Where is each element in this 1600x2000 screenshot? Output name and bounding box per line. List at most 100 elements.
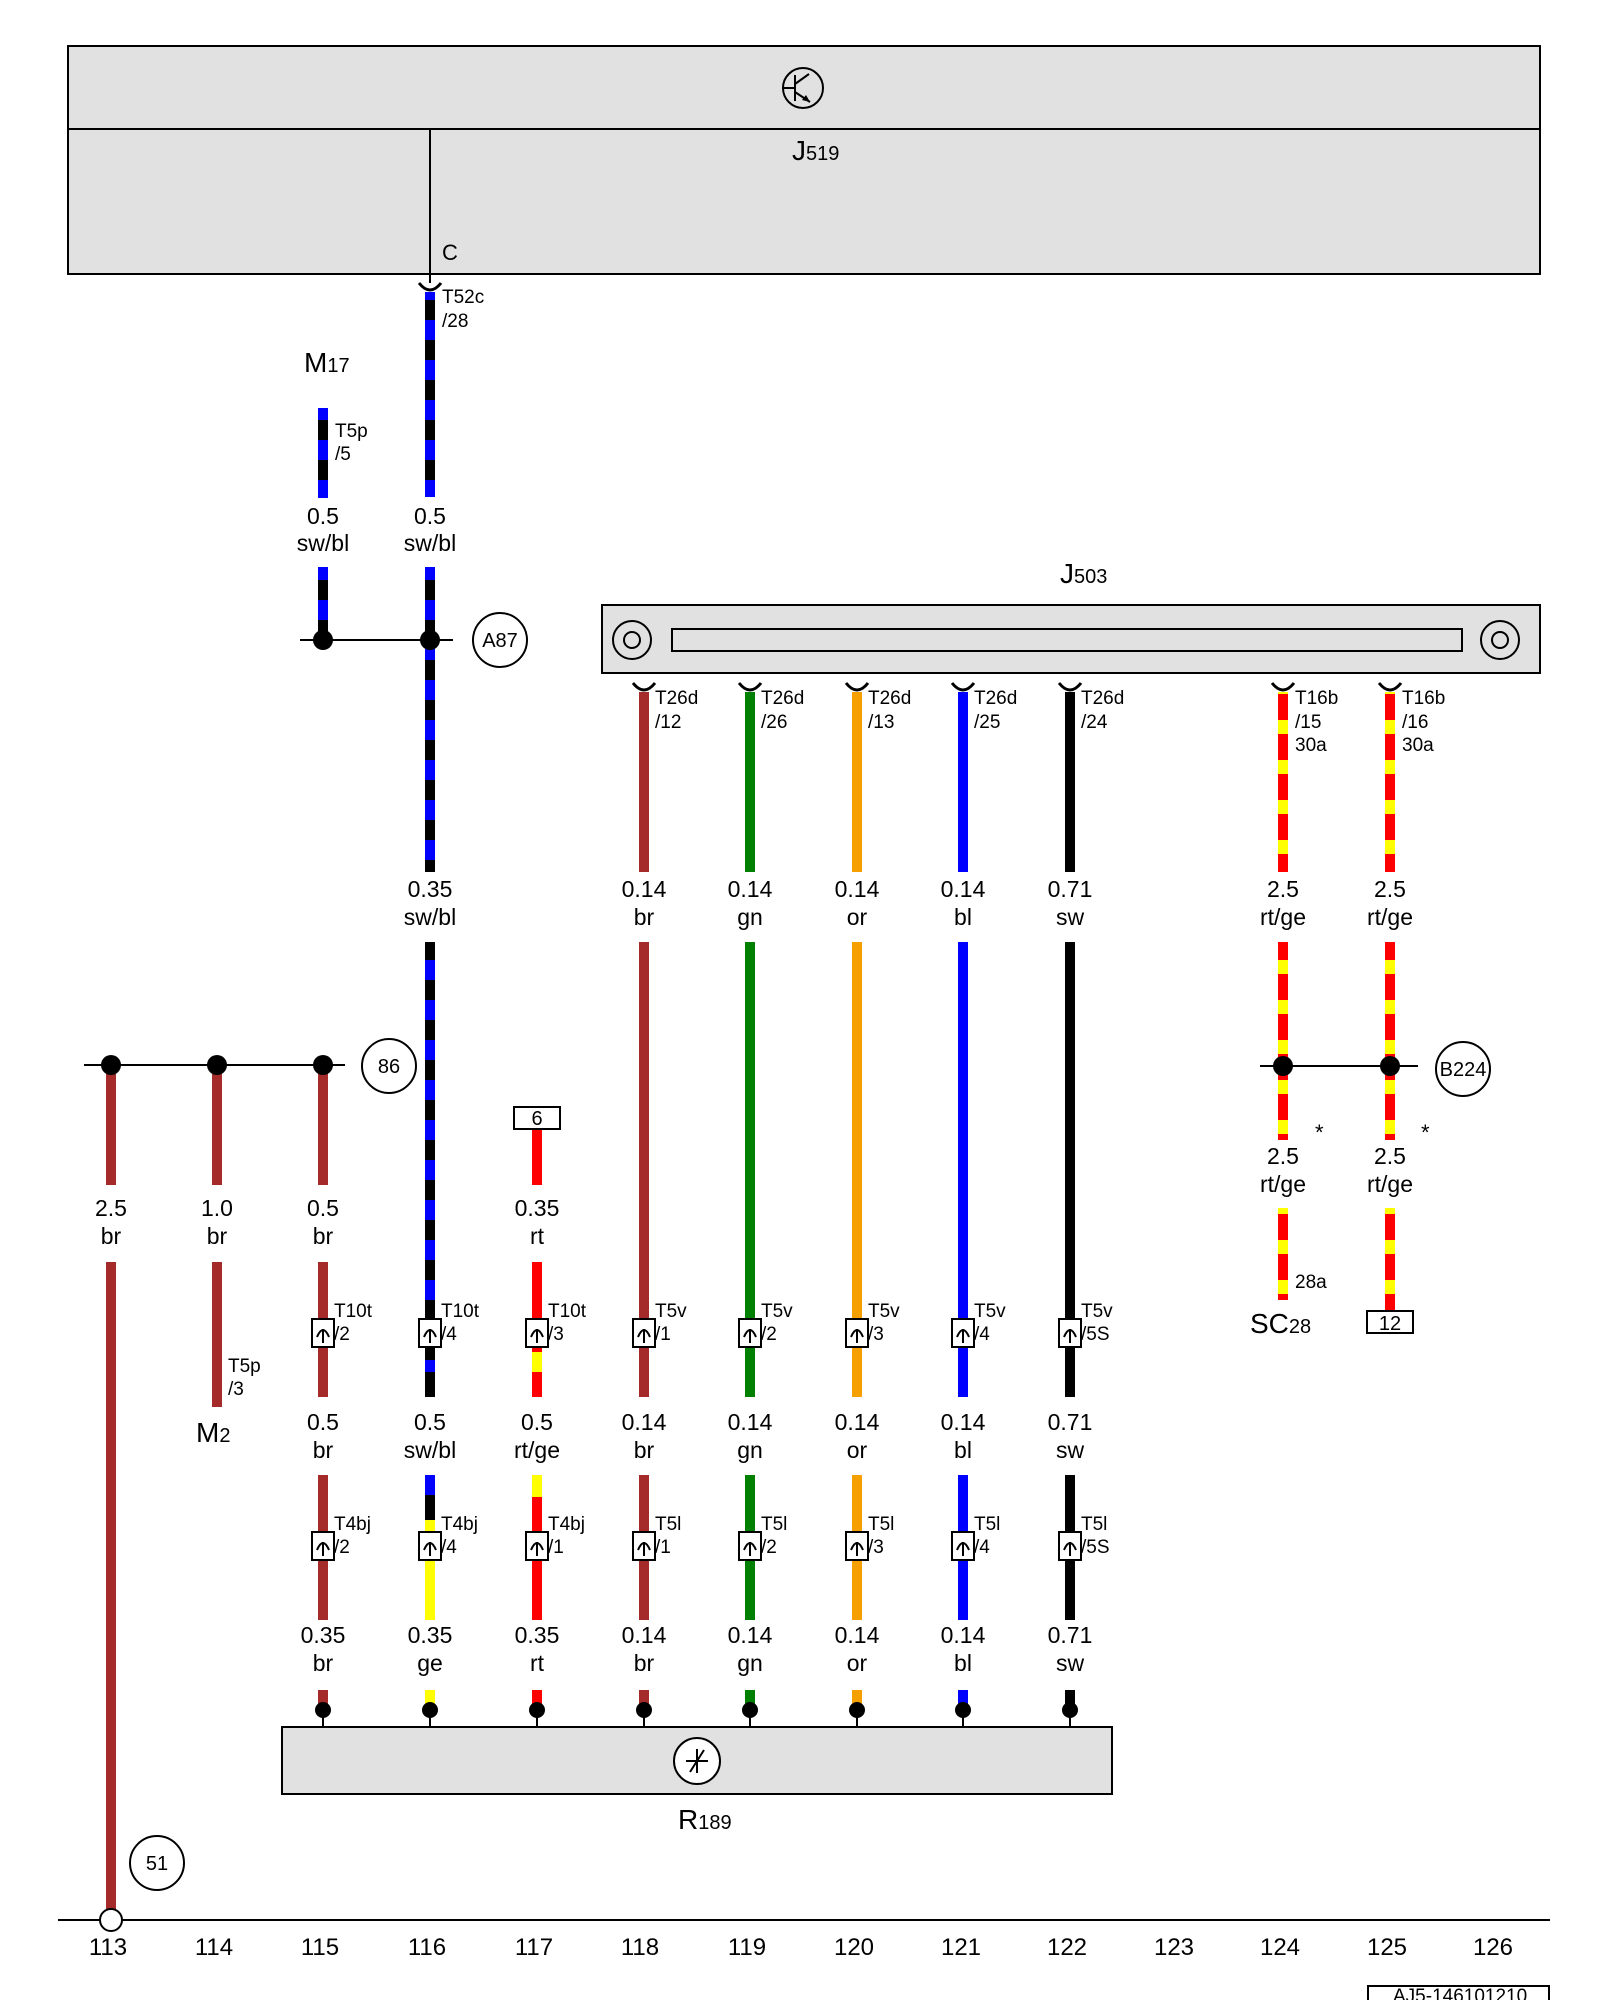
svg-text:2.5: 2.5 <box>1267 1143 1299 1169</box>
plug-icon <box>738 1318 762 1348</box>
junction-dot <box>313 630 333 650</box>
terminal-box-12 <box>1366 1310 1414 1334</box>
svg-text:0.14: 0.14 <box>941 1409 986 1435</box>
j519-pin-c-label: C <box>442 240 458 265</box>
connector-socket-icon <box>1057 682 1083 692</box>
svg-text:br: br <box>634 904 655 930</box>
connector-row-t4bj-t5l <box>311 1531 1082 1561</box>
connector-t5l-1: T5l/1 <box>655 1514 681 1558</box>
ref-circle-86-label: 86 <box>378 1056 400 1078</box>
junction-dot <box>1273 1056 1293 1076</box>
wire-segment <box>425 1475 435 1495</box>
wire-115-lower <box>318 1065 328 1704</box>
svg-text:0.5: 0.5 <box>307 503 339 529</box>
connector-t26d-25: T26d/25 <box>974 688 1017 733</box>
wire-segment <box>425 1372 435 1397</box>
wire-segment <box>639 942 649 1397</box>
svg-text:0.35: 0.35 <box>408 1622 453 1648</box>
svg-text:2.5: 2.5 <box>1374 1143 1406 1169</box>
ground-terminal-icon <box>99 1908 123 1932</box>
wire-segment <box>1385 942 1395 1140</box>
connector-t26d-13: T26d/13 <box>868 688 911 733</box>
plug-icon <box>311 1531 335 1561</box>
grid-numbers: 113 114 115 116 117 118 119 120 121 122 … <box>89 1934 1513 1961</box>
connector-t5v-1: T5v/1 <box>655 1301 687 1345</box>
ref-circle-b224-label: B224 <box>1440 1059 1487 1081</box>
grid-number: 123 <box>1154 1934 1194 1961</box>
svg-text:0.5: 0.5 <box>307 1409 339 1435</box>
connector-t26d-12: T26d/12 <box>655 688 698 733</box>
wire-segment <box>852 942 862 1397</box>
wire-segment <box>532 1475 542 1497</box>
connector-t4bj-1: T4bj/1 <box>548 1514 585 1558</box>
plug-icon <box>418 1531 442 1561</box>
connector-socket-icon <box>1270 682 1296 692</box>
wire-label-w117-c: 0.5rt/ge <box>514 1409 560 1463</box>
wire-segment <box>425 1495 435 1520</box>
plug-icon <box>951 1318 975 1348</box>
svg-text:0.35: 0.35 <box>408 876 453 902</box>
wire-segment <box>532 1690 542 1704</box>
j503-label: J503 <box>1060 558 1107 589</box>
svg-text:0.14: 0.14 <box>728 1409 773 1435</box>
grid-number: 118 <box>621 1934 659 1961</box>
connector-t5l-3: T5l/3 <box>868 1514 894 1558</box>
grid-number: 113 <box>89 1934 127 1961</box>
junction-dot <box>313 1055 333 1075</box>
connector-t5v-2: T5v/2 <box>761 1301 793 1345</box>
svg-text:0.14: 0.14 <box>622 1409 667 1435</box>
wire-segment <box>425 292 435 497</box>
wire-segment <box>1065 1690 1075 1704</box>
wire-segment <box>639 692 649 872</box>
svg-text:rt/ge: rt/ge <box>1260 1171 1306 1197</box>
svg-text:gn: gn <box>737 1650 763 1676</box>
svg-text:rt/ge: rt/ge <box>514 1437 560 1463</box>
junction-dot <box>1380 1056 1400 1076</box>
plug-icon <box>845 1318 869 1348</box>
svg-text:sw: sw <box>1056 904 1085 930</box>
wire-segment <box>318 408 328 498</box>
svg-text:0.5: 0.5 <box>414 1409 446 1435</box>
connector-t26d-24: T26d/24 <box>1081 688 1124 733</box>
wire-segment <box>958 692 968 872</box>
wire-label-w124-a: 2.5rt/ge <box>1260 876 1306 930</box>
junction-dot <box>101 1055 121 1075</box>
grid-number: 122 <box>1047 1934 1087 1961</box>
plug-icon <box>525 1318 549 1348</box>
svg-text:1.0: 1.0 <box>201 1195 233 1221</box>
wire-124 <box>1270 682 1296 1300</box>
r189-pins <box>315 1702 1078 1727</box>
svg-text:0.14: 0.14 <box>835 1622 880 1648</box>
grid-number: 115 <box>301 1934 339 1961</box>
wire-segment <box>1278 942 1288 1140</box>
svg-text:gn: gn <box>737 904 763 930</box>
wire-segment <box>745 1690 755 1704</box>
plug-icon <box>845 1531 869 1561</box>
svg-text:gn: gn <box>737 1437 763 1463</box>
wire-segment <box>532 1352 542 1372</box>
wire-125 <box>1377 682 1403 1312</box>
wire-segment <box>1385 692 1395 872</box>
wire-segment <box>532 1130 542 1185</box>
plug-icon <box>632 1318 656 1348</box>
m17-label: M17 <box>304 347 350 378</box>
grid-number: 119 <box>728 1934 766 1961</box>
svg-text:0.14: 0.14 <box>835 1409 880 1435</box>
drawing-id-box <box>1367 1985 1550 2000</box>
wire-label-w115-top: 0.5sw/bl <box>297 503 349 556</box>
connector-t5v-3: T5v/3 <box>868 1301 900 1345</box>
